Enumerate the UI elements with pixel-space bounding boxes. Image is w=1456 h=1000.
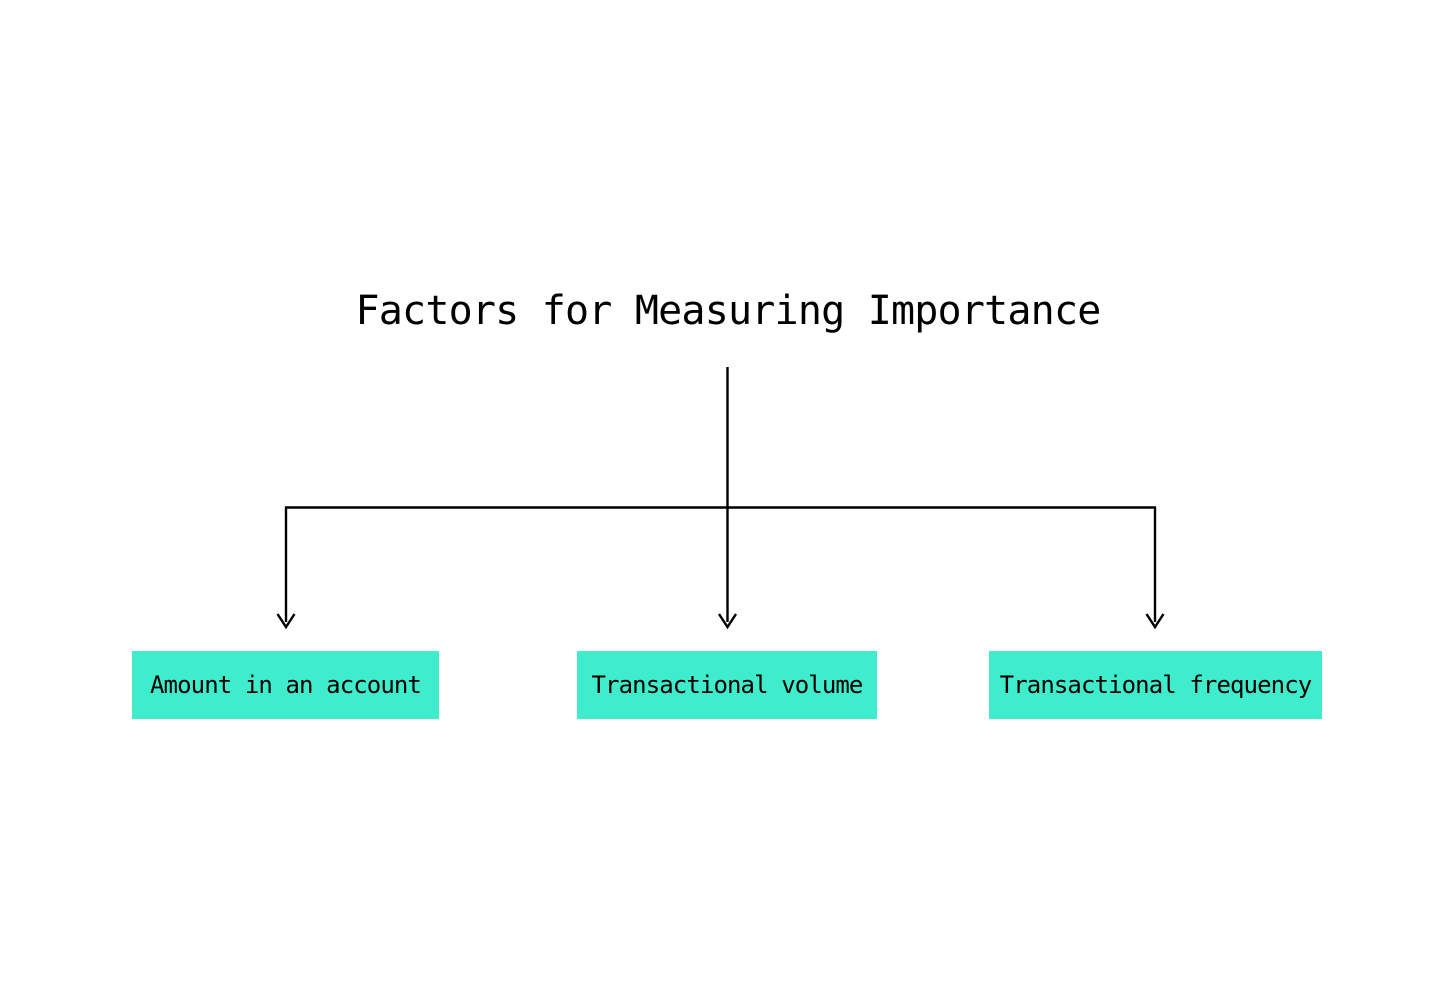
node-amount-in-an-account[interactable]: Amount in an account — [132, 651, 439, 719]
branch-to-node-2-arrowhead — [717, 613, 738, 630]
branch-to-node-1-arrowhead — [276, 613, 296, 630]
node-transactional-volume[interactable]: Transactional volume — [577, 651, 877, 719]
diagram-title: Factors for Measuring Importance — [355, 288, 1101, 334]
node-label: Transactional volume — [591, 670, 864, 699]
node-label: Amount in an account — [150, 670, 422, 699]
branch-to-node-3-arrowhead — [1145, 613, 1165, 630]
node-label: Transactional frequency — [999, 670, 1313, 699]
node-transactional-frequency[interactable]: Transactional frequency — [989, 651, 1322, 719]
